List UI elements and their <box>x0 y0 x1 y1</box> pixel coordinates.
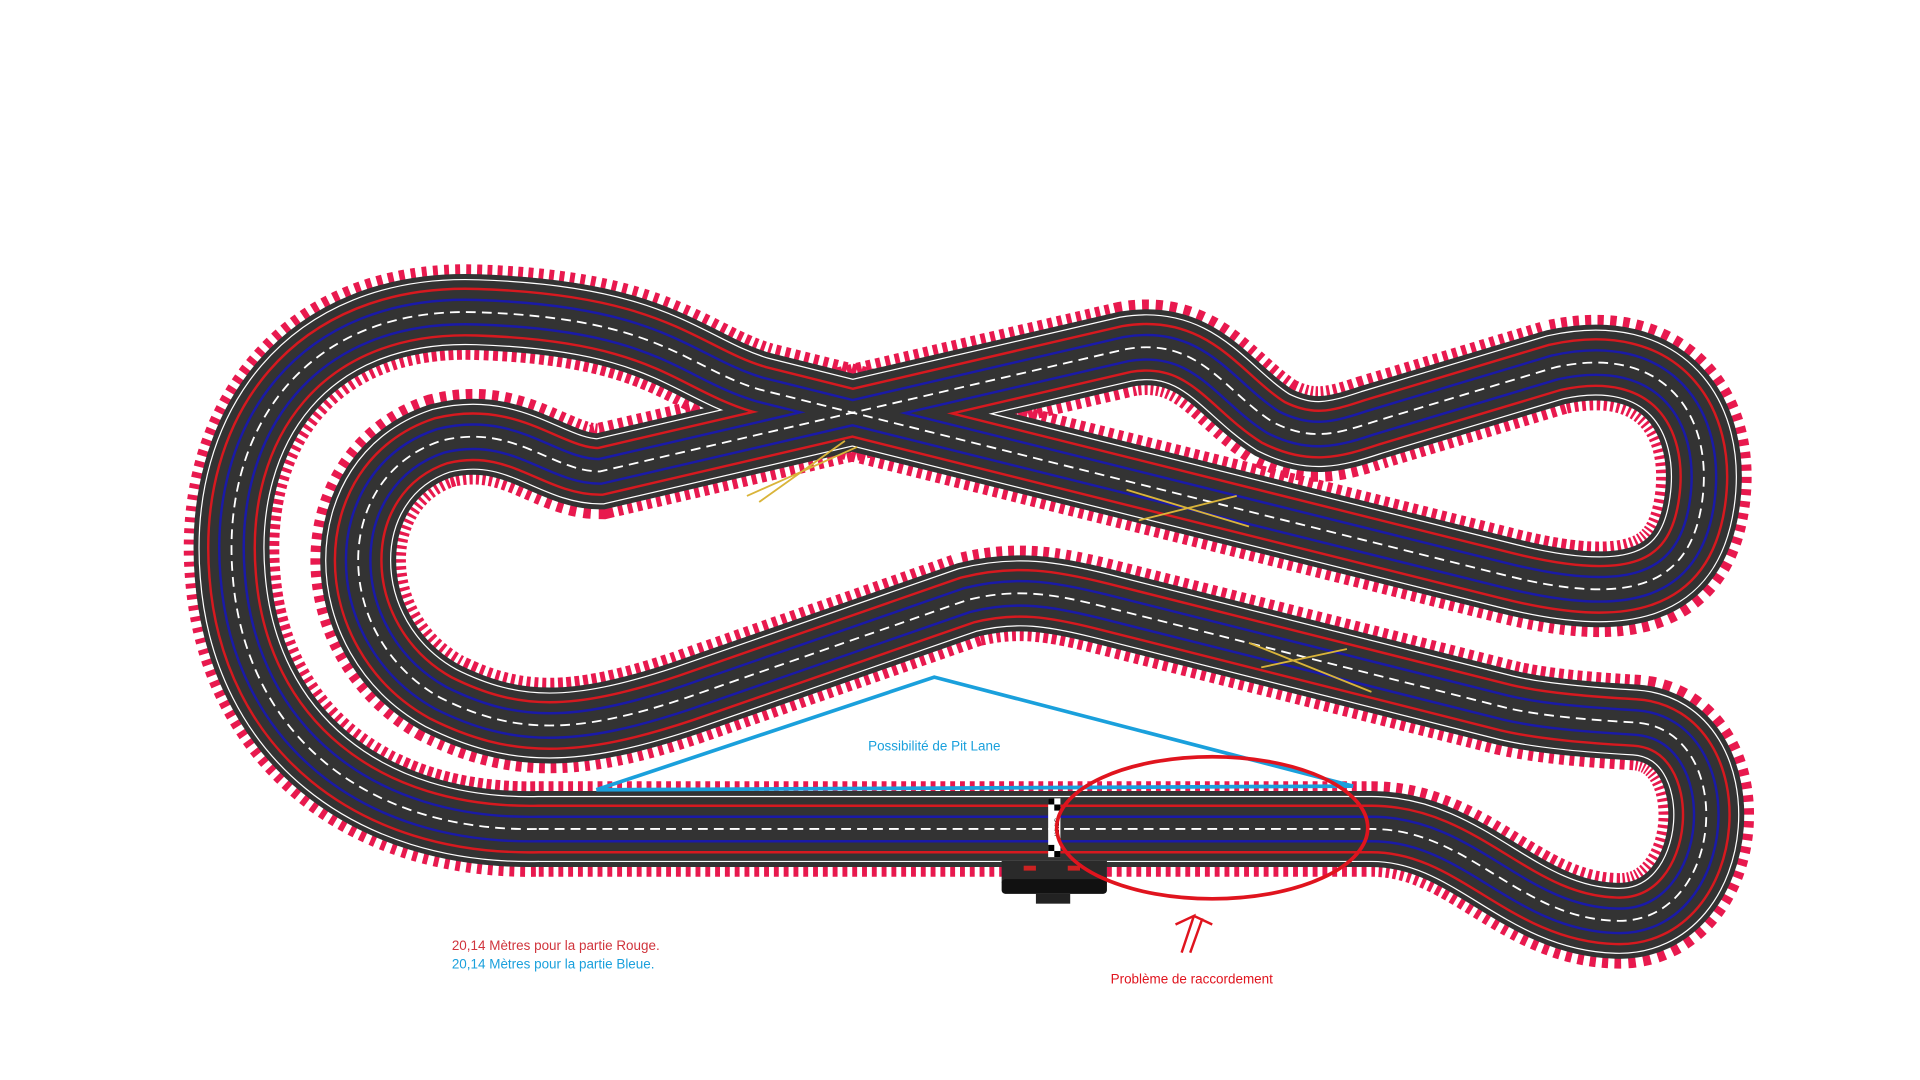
problem-ellipse <box>1054 754 1370 901</box>
red-length-label: 20,14 Mètres pour la partie Rouge. <box>452 938 660 953</box>
crossover-3 <box>1248 642 1372 693</box>
pit-lane-label: Possibilité de Pit Lane <box>868 739 1000 754</box>
crossover-1 <box>746 440 858 503</box>
blue-length-label: 20,14 Mètres pour la partie Bleue. <box>452 957 655 972</box>
pit-lane-sketch <box>595 675 1354 792</box>
arrow-icon <box>1174 913 1213 954</box>
track <box>232 312 1707 921</box>
crossovers <box>746 440 1372 693</box>
connection-problem-label: Problème de raccordement <box>1111 971 1274 986</box>
crossover-2 <box>1126 488 1250 528</box>
power-base <box>1001 860 1107 904</box>
